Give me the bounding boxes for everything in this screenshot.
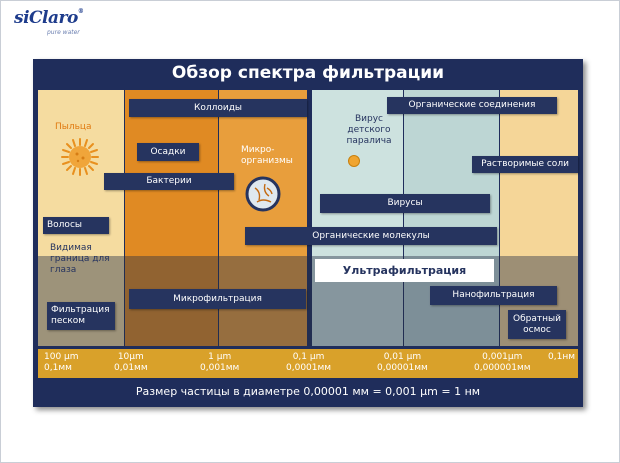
organic-molecules-label: Органические молекулы xyxy=(245,227,497,245)
size-mm: 0,00001мм xyxy=(377,363,428,373)
size-um: 1 μm xyxy=(208,352,232,362)
hair-label: Волосы xyxy=(43,217,109,234)
organic-compounds-label: Органические соединения xyxy=(387,97,557,114)
microorganism-icon xyxy=(245,176,281,212)
viruses-label: Вирусы xyxy=(320,194,490,213)
virus-icon xyxy=(348,155,360,167)
logo-wordmark: siClaro® xyxy=(14,8,84,28)
filtration-spectrum-panel: Обзор спектра фильтрации Пыльца Волосы В… xyxy=(33,59,583,407)
logo-name: siClaro xyxy=(14,8,78,28)
microfiltration-label: Микрофильтрация xyxy=(129,289,306,309)
reverse-osmosis-label: Обратный осмос xyxy=(508,310,566,339)
pollen-icon xyxy=(61,138,99,176)
size-um: 10μm xyxy=(117,352,144,362)
size-tick: 0,1нм xyxy=(548,352,575,363)
colloids-label: Коллоиды xyxy=(129,99,307,117)
size-mm: 0,1мм xyxy=(44,363,72,373)
logo: siClaro® pure water xyxy=(14,8,84,36)
polio-virus-label: Вирус детского паралича xyxy=(346,114,392,146)
logo-tagline: pure water xyxy=(47,29,80,36)
size-um: 100 μm xyxy=(44,352,79,362)
size-mm: 0,0001мм xyxy=(286,363,332,373)
size-um: 0,001μm xyxy=(482,352,523,362)
size-um: 0,1нм xyxy=(548,352,575,362)
size-um: 0,1 μm xyxy=(292,352,325,362)
visible-limit-label: Видимая граница для глаза xyxy=(50,243,110,275)
sediments-label: Осадки xyxy=(137,143,199,161)
column-viruses xyxy=(312,90,403,346)
sand-filtration-label: Фильтрация песком xyxy=(47,302,115,330)
nanofiltration-label: Нанофильтрация xyxy=(430,286,557,305)
ultrafiltration-label: Ультрафильтрация xyxy=(315,259,494,282)
bacteria-label: Бактерии xyxy=(104,173,234,190)
size-mm: 0,001мм xyxy=(200,363,240,373)
diagram-title: Обзор спектра фильтрации xyxy=(171,63,445,83)
pollen-label: Пыльца xyxy=(55,122,92,132)
microorganisms-label: Микро-организмы xyxy=(241,145,293,166)
size-mm: 0,01мм xyxy=(114,363,148,373)
logo-registered-mark: ® xyxy=(77,8,84,15)
size-definition-footer: Размер частицы в диаметре 0,00001 мм = 0… xyxy=(135,385,481,398)
soluble-salts-label: Растворимые соли xyxy=(472,156,578,173)
size-um: 0,01 μm xyxy=(383,352,422,362)
size-mm: 0,000001мм xyxy=(474,363,531,373)
